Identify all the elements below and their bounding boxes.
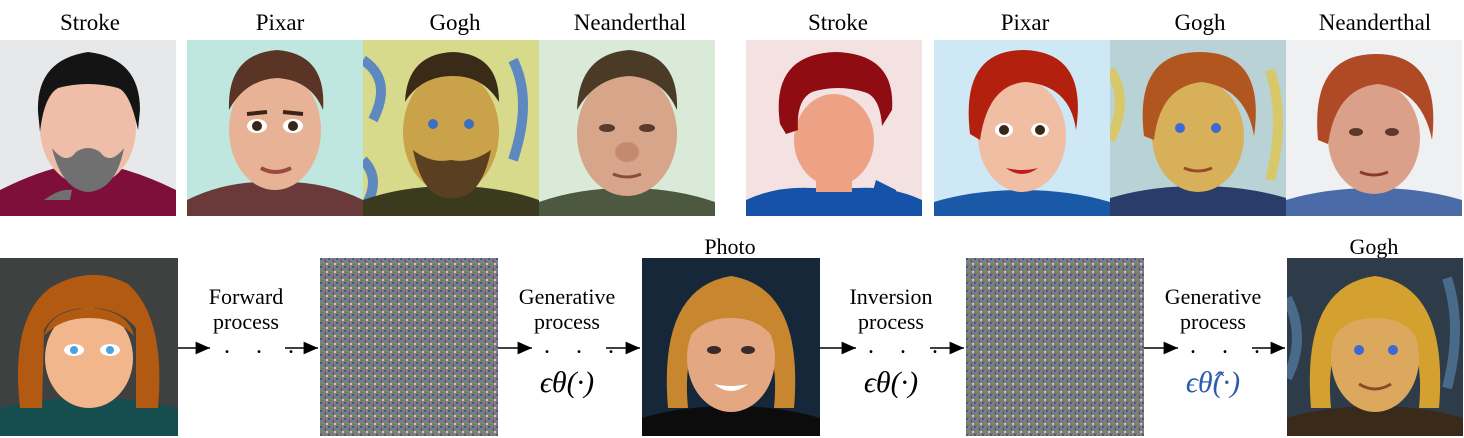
generative-process-label-2: Generative process	[1164, 284, 1262, 334]
gogh-output-label: Gogh	[1349, 234, 1399, 259]
epsilon-theta-1: ϵθ(·)	[539, 366, 595, 399]
inversion-process-label: Inversion process	[849, 284, 933, 334]
noise-image-1	[320, 258, 498, 436]
label-gogh-2: Gogh	[1174, 10, 1226, 35]
pixar-image-woman	[934, 40, 1110, 216]
label-gogh-1: Gogh	[429, 10, 481, 35]
noise-image-2	[966, 258, 1144, 436]
epsilon-theta-hat: ϵθ̂(·)	[1185, 366, 1241, 399]
photo-image	[642, 258, 820, 436]
generative-process-label-1: Generative process	[518, 284, 616, 334]
dots-generative-1: . . .	[544, 333, 624, 359]
label-stroke-2: Stroke	[807, 10, 869, 35]
label-neanderthal-2: Neanderthal	[1318, 10, 1432, 35]
gogh-image-woman	[1110, 40, 1286, 216]
stroke-image-man	[0, 40, 176, 216]
label-neanderthal-1: Neanderthal	[573, 10, 687, 35]
pixar-image-man	[187, 40, 363, 216]
neanderthal-image-woman	[1286, 40, 1462, 216]
stroke-image-woman	[746, 40, 922, 216]
dots-generative-2: . . .	[1190, 333, 1270, 359]
label-stroke-1: Stroke	[59, 10, 121, 35]
dots-inversion: . . .	[868, 333, 948, 359]
gogh-output-image	[1287, 258, 1463, 436]
label-pixar-2: Pixar	[1000, 10, 1050, 35]
stroke-image-input	[0, 258, 178, 436]
gogh-image-man	[363, 40, 539, 216]
epsilon-theta-2: ϵθ(·)	[863, 366, 919, 399]
dots-forward: . . .	[224, 333, 304, 359]
forward-process-label: Forward process	[208, 284, 284, 334]
photo-label: Photo	[704, 234, 756, 259]
label-pixar-1: Pixar	[255, 10, 305, 35]
neanderthal-image-man	[539, 40, 715, 216]
